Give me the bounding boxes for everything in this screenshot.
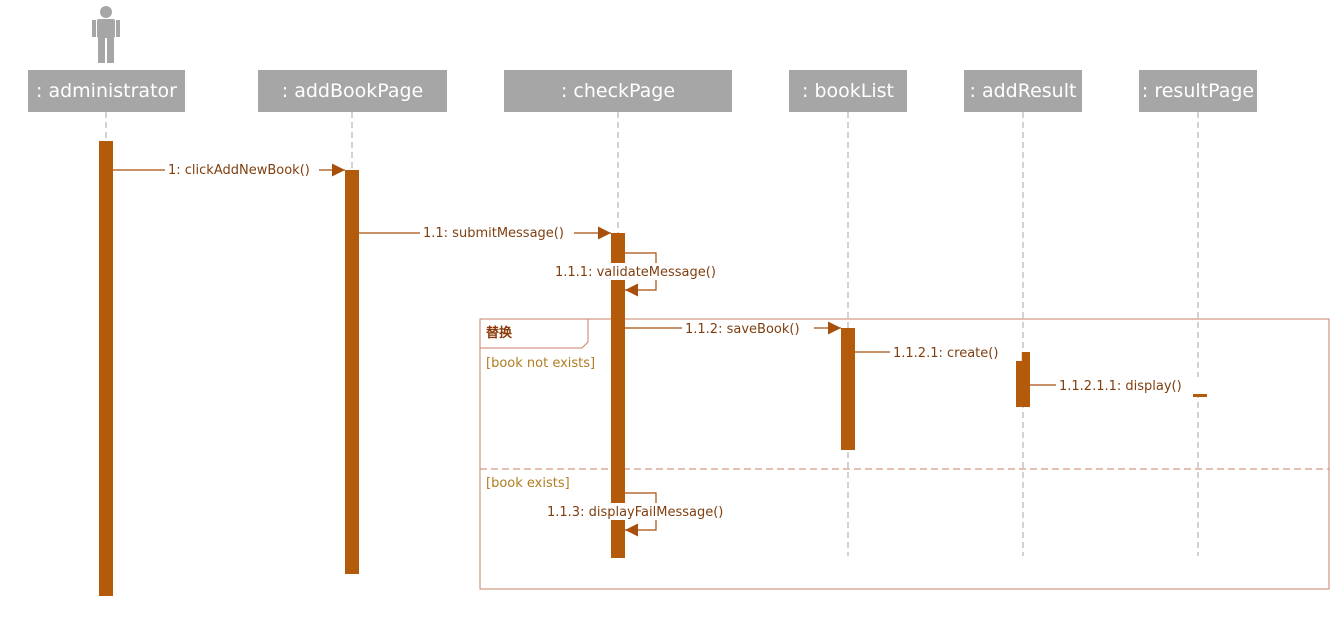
message-label-bg	[1056, 377, 1210, 394]
message-label-m2: 1.1: submitMessage()	[423, 226, 564, 241]
message-label-bg	[682, 320, 814, 337]
lifeline-head-addBookPage: : addBookPage	[258, 70, 447, 112]
lifeline-head-administrator: : administrator	[28, 70, 185, 112]
message-label-bg	[890, 344, 1022, 361]
message-label-m4: 1.1.2: saveBook()	[685, 322, 800, 337]
lifeline-head-bookList: : bookList	[789, 70, 907, 112]
fragment-guard: [book not exists]	[486, 356, 595, 371]
message-label-m1: 1: clickAddNewBook()	[168, 163, 310, 178]
lifeline-head-resultPage: : resultPage	[1139, 70, 1257, 112]
activation-bookList	[841, 328, 855, 450]
activation-administrator	[99, 141, 113, 596]
message-label-bg	[544, 503, 750, 520]
message-label-bg	[420, 224, 574, 241]
fragment-guard: [book exists]	[486, 476, 570, 491]
lifeline-head-addResult: : addResult	[964, 70, 1082, 112]
activation-addBookPage	[345, 170, 359, 574]
activation-checkPage	[611, 233, 625, 558]
alt-fragment-frame	[479, 318, 1330, 590]
fragment-operator-tab	[480, 319, 589, 349]
person-icon	[92, 6, 120, 63]
message-label-m6: 1.1.2.1.1: display()	[1059, 379, 1182, 394]
message-label-m3: 1.1.1: validateMessage()	[555, 265, 716, 280]
activation-addResult	[1016, 352, 1030, 407]
message-label-bg	[165, 161, 319, 178]
message-label-m5: 1.1.2.1: create()	[893, 346, 998, 361]
lifeline-head-checkPage: : checkPage	[504, 70, 732, 112]
message-label-m7: 1.1.3: displayFailMessage()	[547, 505, 723, 520]
message-label-bg	[552, 263, 736, 280]
fragment-operator-label: 替换	[486, 325, 513, 341]
